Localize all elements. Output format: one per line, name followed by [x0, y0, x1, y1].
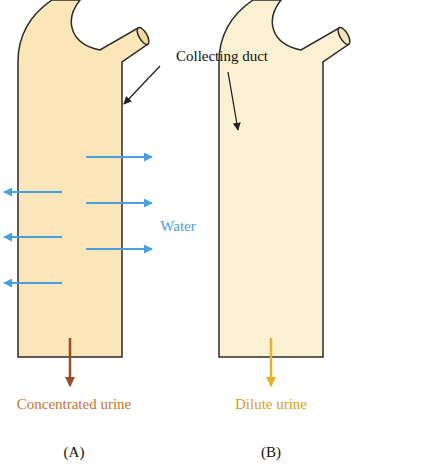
- urine-label: Concentrated urine: [17, 396, 132, 413]
- urine-label: Dilute urine: [235, 396, 307, 413]
- duct-opening: [135, 26, 151, 46]
- panel-label: (B): [261, 444, 281, 461]
- water-arrow: [86, 248, 152, 250]
- water-arrows: [4, 157, 152, 283]
- leader-line: [228, 72, 238, 130]
- duct-opening: [336, 26, 352, 46]
- panel-label: (A): [64, 444, 85, 461]
- urine-outflow-arrow: [270, 338, 273, 386]
- leader-line: [124, 66, 160, 104]
- structure-label: Collecting duct: [176, 48, 268, 65]
- water-arrow: [4, 282, 62, 284]
- water-arrow: [4, 236, 62, 238]
- urine-outflow-arrow: [69, 338, 72, 386]
- water-arrow: [86, 202, 152, 204]
- collecting-duct-a: [18, 0, 151, 357]
- water-arrow: [86, 156, 152, 158]
- water-arrow: [4, 191, 62, 193]
- duct-outline: [18, 0, 148, 357]
- water-label: Water: [160, 218, 195, 235]
